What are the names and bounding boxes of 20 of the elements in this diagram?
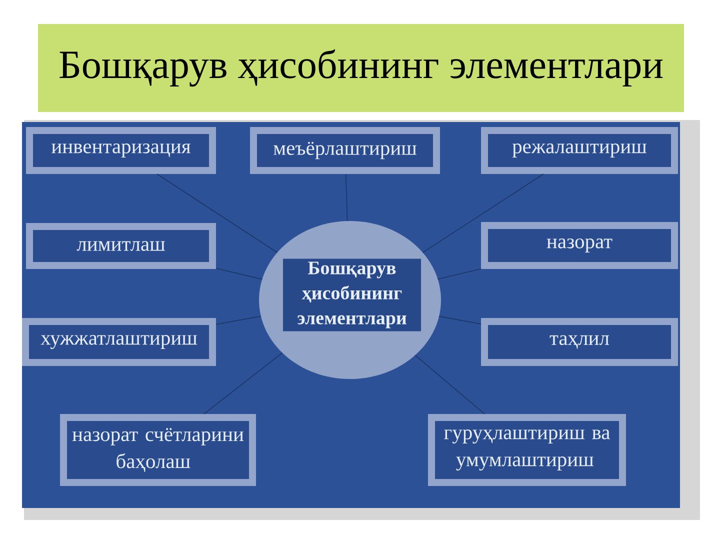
title-banner: Бошқарув ҳисобининг элементлари [38, 24, 684, 112]
connector-line [422, 174, 544, 253]
connector-line [204, 352, 283, 414]
label-box: Бошқарув ҳисобининг элементлари [283, 258, 421, 332]
connector-line [437, 268, 482, 280]
connector-line [345, 174, 348, 222]
connector-line [216, 316, 262, 325]
connector-line [414, 354, 485, 414]
text-box: меъёрлаштириш [250, 127, 440, 174]
text-box: хужжатлаштириш [22, 318, 216, 366]
text-box: назорат счётларини баҳолаш [60, 414, 256, 486]
text-box: таҳлил [481, 318, 678, 366]
text-box: назорат [481, 222, 678, 269]
text-box: лимитлаш [26, 223, 216, 269]
text-box: инвентаризация [26, 127, 216, 174]
connector-line [216, 268, 263, 280]
connector-line [156, 174, 278, 253]
text-box: гуруҳлаштириш ва умумлаштириш [428, 414, 626, 486]
text-box: режалаштириш [481, 127, 678, 174]
connector-line [438, 316, 482, 324]
